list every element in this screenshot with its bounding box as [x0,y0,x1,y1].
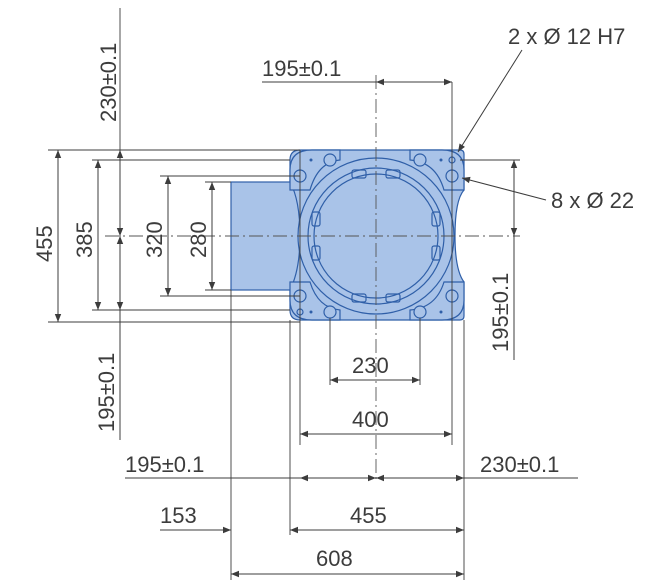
dim-455-vertical: 455 [32,225,57,262]
dim-320: 320 [142,221,167,258]
dim-230-bottom: 230±0.1 [480,452,559,477]
dim-230-top: 230±0.1 [96,43,121,122]
pin-hole-note: 2 x Ø 12 H7 [508,24,625,49]
screw-dots [309,158,443,314]
mounting-hole-note: 8 x Ø 22 [551,188,634,213]
dim-400: 400 [352,407,389,432]
dim-385: 385 [72,221,97,258]
dim-153: 153 [160,503,197,528]
extension-lines [48,8,520,580]
center-lines [105,75,520,480]
mounting-hole [413,305,427,319]
dim-195-bottom: 195±0.1 [125,452,204,477]
ring-bosses [311,169,441,303]
dimension-labels: 230±0.1 195±0.1 2 x Ø 12 H7 8 x Ø 22 455… [32,24,634,571]
mounting-hole [323,305,337,319]
robot-base-part [230,149,465,321]
dim-455-horizontal: 455 [350,503,387,528]
mounting-hole [323,153,337,167]
dim-608: 608 [316,546,353,571]
dim-195-left: 195±0.1 [94,353,119,432]
dimension-lines [54,49,578,578]
dim-280: 280 [186,221,211,258]
dim-230-horizontal: 230 [352,353,389,378]
dim-195-top: 195±0.1 [262,56,341,81]
dim-195-right: 195±0.1 [488,273,513,352]
mounting-hole [413,153,427,167]
